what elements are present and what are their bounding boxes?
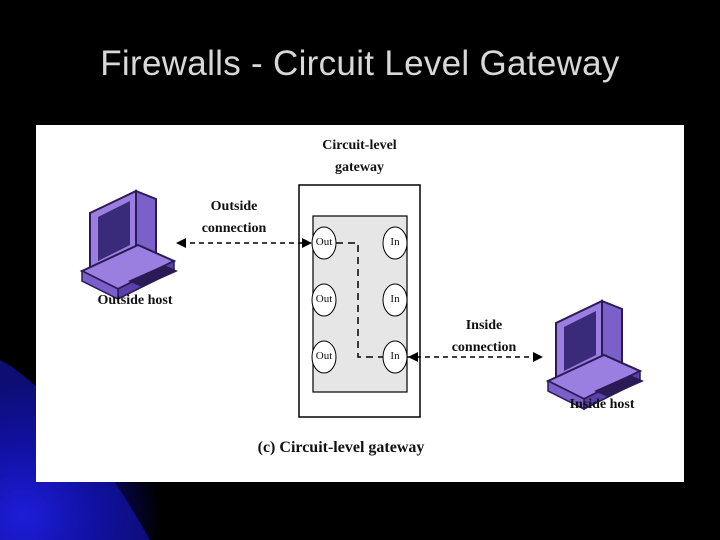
- outside-connection-line1: Outside: [210, 199, 258, 214]
- figure-caption: (c) Circuit-level gateway: [257, 439, 425, 456]
- in-port-1-label: In: [390, 236, 400, 248]
- outside-arrowhead-left: [176, 238, 186, 248]
- in-port-2-label: In: [390, 293, 400, 305]
- gateway-label: Circuit-level gateway: [299, 135, 420, 179]
- out-port-2: [311, 283, 337, 317]
- in-port-1: [382, 226, 408, 260]
- inside-arrowhead-right: [533, 352, 543, 362]
- inside-connection-label: Inside connection: [436, 315, 532, 359]
- gateway-label-line1: Circuit-level: [322, 138, 397, 153]
- outside-connection-label: Outside connection: [186, 196, 282, 240]
- outside-connection-line2: connection: [201, 221, 267, 236]
- inside-connection-line1: Inside: [465, 318, 503, 333]
- outside-host-label: Outside host: [97, 293, 173, 308]
- out-port-3: [311, 340, 337, 374]
- slide-title: Firewalls - Circuit Level Gateway: [100, 44, 620, 83]
- inside-host-computer-icon: [545, 299, 644, 411]
- in-port-3-label: In: [390, 350, 400, 362]
- outside-host-computer-icon: [79, 189, 178, 301]
- in-port-2: [382, 283, 408, 317]
- relay-path: [336, 242, 383, 358]
- circuit-gateway-diagram: Circuit-level gateway Outside connection…: [36, 125, 684, 482]
- inside-connection-line2: connection: [451, 340, 517, 355]
- outside-arrowhead-right: [302, 238, 312, 248]
- out-port-1-label: Out: [315, 236, 333, 248]
- inside-arrowhead-left: [408, 352, 418, 362]
- out-port-3-label: Out: [315, 350, 333, 362]
- out-port-2-label: Out: [315, 293, 333, 305]
- gateway-label-line2: gateway: [335, 160, 384, 175]
- inside-host-label: Inside host: [569, 397, 635, 412]
